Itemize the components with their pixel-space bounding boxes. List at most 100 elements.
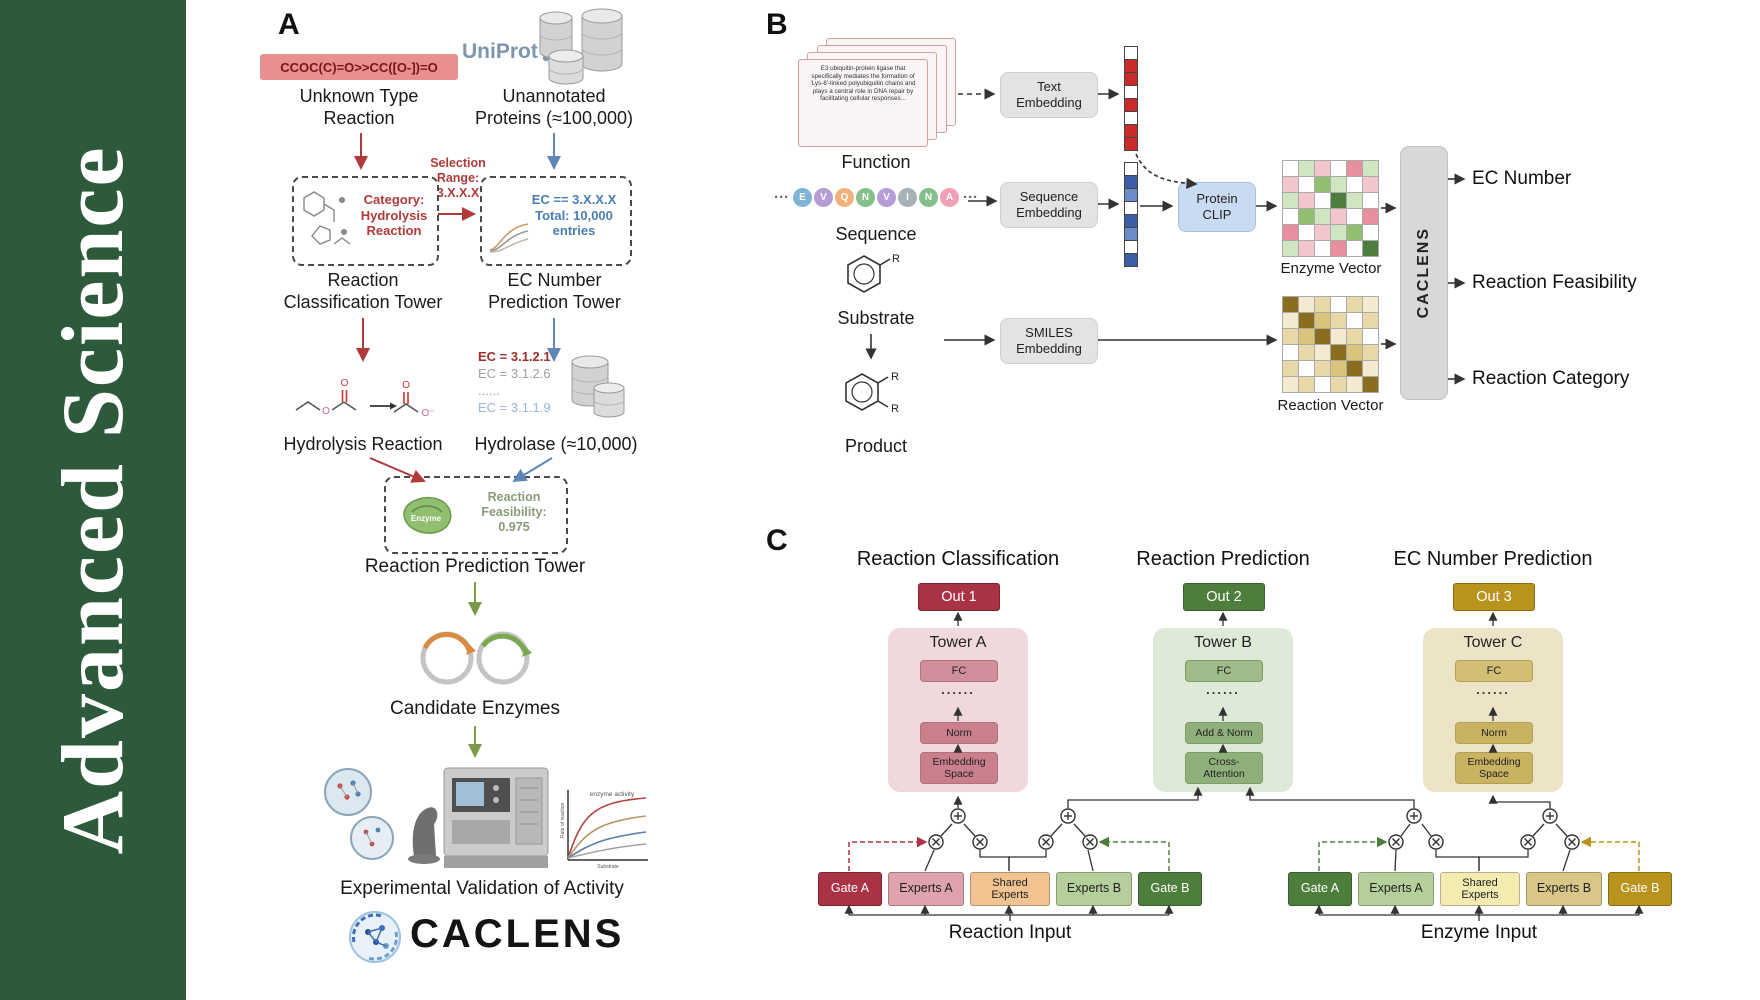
- vector-cell: [1331, 209, 1346, 224]
- vector-cell: [1125, 228, 1137, 240]
- output-reaction-category: Reaction Category: [1472, 368, 1630, 389]
- vector-cell: [1331, 377, 1346, 392]
- sum-node: [950, 808, 966, 824]
- tower-a-title: Tower A: [929, 634, 987, 651]
- vector-cell: [1299, 161, 1314, 176]
- molecule-doodles-icon: [303, 191, 351, 245]
- sequence-embedding-box: Sequence Embedding: [1000, 182, 1098, 228]
- enzyme-blob-label: Enzyme: [411, 514, 442, 523]
- reaction-smiles-box: CCOC(C)=O>>CC([O-])=O: [260, 54, 458, 80]
- ec-selection-box: EC == 3.X.X.X Total: 10,000 entries: [480, 176, 632, 266]
- vector-cell: [1347, 161, 1362, 176]
- enzyme-vector-matrix: [1282, 160, 1379, 257]
- carbonyl-oxygen: O: [341, 378, 349, 389]
- plot-ylabel: Rate of reaction: [560, 802, 566, 838]
- uniprot-wordmark: UniProt: [462, 40, 538, 63]
- ec-range-label: EC == 3.X.X.X Total: 10,000 entries: [531, 192, 617, 239]
- vector-cell: [1299, 377, 1314, 392]
- vector-cell: [1283, 361, 1298, 376]
- vector-cell: [1347, 345, 1362, 360]
- smiles-embedding-box: SMILES Embedding: [1000, 318, 1098, 364]
- right-shared-experts-box: Shared Experts: [1440, 872, 1520, 906]
- out2-box: Out 2: [1183, 583, 1265, 611]
- vector-cell: [1315, 361, 1330, 376]
- enzyme-input-label: Enzyme Input: [1420, 922, 1538, 943]
- vector-cell: [1125, 215, 1137, 227]
- protein-clip-box: Protein CLIP: [1178, 182, 1256, 232]
- tower-c-dots: ......: [1476, 682, 1510, 697]
- vector-cell: [1363, 209, 1378, 224]
- protein-database-icon: [536, 4, 628, 88]
- panel-b-label: B: [766, 8, 788, 41]
- unannotated-proteins-label: Unannotated Proteins (≈100,000): [475, 86, 633, 128]
- vector-cell: [1363, 313, 1378, 328]
- vector-cell: [1299, 313, 1314, 328]
- vector-cell: [1283, 241, 1298, 256]
- selection-range-label: Selection Range: 3.X.X.X: [430, 156, 486, 200]
- vector-cell: [1363, 345, 1378, 360]
- tower-a-fc: FC: [920, 660, 998, 682]
- sequence-label: Sequence: [835, 224, 917, 244]
- vector-cell: [1315, 193, 1330, 208]
- multiply-node: [928, 834, 944, 850]
- vector-cell: [1315, 225, 1330, 240]
- multiply-node: [1388, 834, 1404, 850]
- vector-cell: [1125, 254, 1137, 266]
- substrate-label: Substrate: [837, 308, 915, 328]
- substrate-structure: R: [842, 248, 904, 304]
- vector-cell: [1125, 73, 1137, 85]
- vector-cell: [1331, 345, 1346, 360]
- vector-cell: [1315, 377, 1330, 392]
- category-hydrolysis-label: Category: Hydrolysis Reaction: [360, 192, 428, 239]
- petri-dish-illustration: [320, 764, 408, 868]
- residue-circle: E: [793, 188, 812, 207]
- ec-entry-2: EC = 3.1.2.6: [478, 366, 551, 381]
- vector-cell: [1283, 377, 1298, 392]
- ec-tower-label: EC Number Prediction Tower: [488, 270, 621, 312]
- left-gate-a-box: Gate A: [818, 872, 882, 906]
- vector-cell: [1283, 297, 1298, 312]
- vector-cell: [1331, 193, 1346, 208]
- hydrolase-database-icon: [566, 350, 630, 422]
- vector-cell: [1299, 345, 1314, 360]
- tower-c: Tower C FC ...... Norm Embedding Space: [1423, 628, 1563, 792]
- vector-cell: [1363, 241, 1378, 256]
- vector-cell: [1125, 125, 1137, 137]
- column-title-ec-number-prediction: EC Number Prediction: [1393, 548, 1593, 570]
- out3-box: Out 3: [1453, 583, 1535, 611]
- carboxyl-oxygen: O: [402, 380, 410, 391]
- tower-a-embedding-space: Embedding Space: [920, 752, 998, 784]
- feasibility-score-label: Reaction Feasibility: 0.975: [481, 490, 547, 534]
- vector-cell: [1331, 361, 1346, 376]
- sequence-ellipsis-left: ···: [774, 189, 789, 206]
- vector-cell: [1315, 329, 1330, 344]
- right-gate-a-box: Gate A: [1288, 872, 1352, 906]
- vector-cell: [1125, 60, 1137, 72]
- vector-cell: [1347, 225, 1362, 240]
- vector-cell: [1331, 241, 1346, 256]
- tower-c-embedding-space: Embedding Space: [1455, 752, 1533, 784]
- function-label: Function: [841, 152, 911, 172]
- experimental-validation-label: Experimental Validation of Activity: [340, 878, 624, 899]
- vector-cell: [1283, 161, 1298, 176]
- sequence-embedding-vector: [1124, 162, 1138, 267]
- vector-cell: [1283, 209, 1298, 224]
- column-title-reaction-prediction: Reaction Prediction: [1136, 548, 1310, 570]
- tower-b-fc: FC: [1185, 660, 1263, 682]
- enzyme-blob-icon: Enzyme: [403, 496, 452, 534]
- output-reaction-feasibility: Reaction Feasibility: [1472, 272, 1637, 293]
- candidate-enzymes-label: Candidate Enzymes: [389, 698, 561, 719]
- tower-b-title: Tower B: [1194, 634, 1252, 651]
- vector-cell: [1347, 241, 1362, 256]
- vector-cell: [1347, 361, 1362, 376]
- hydrolase-label: Hydrolase (≈10,000): [474, 434, 638, 454]
- reaction-classification-box: Category: Hydrolysis Reaction: [292, 176, 439, 266]
- vector-cell: [1347, 209, 1362, 224]
- vector-cell: [1283, 345, 1298, 360]
- vector-cell: [1283, 177, 1298, 192]
- residue-circle: I: [898, 188, 917, 207]
- vector-cell: [1363, 377, 1378, 392]
- plot-xlabel: Substrate: [597, 864, 619, 870]
- multiply-node: [1428, 834, 1444, 850]
